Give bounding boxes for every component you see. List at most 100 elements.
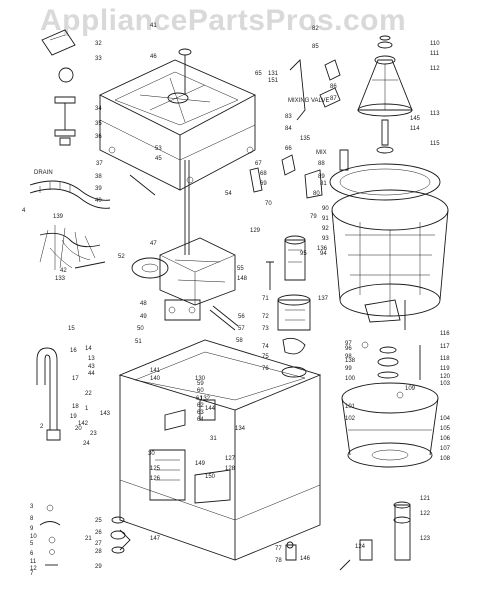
callout-147: 147: [150, 536, 161, 542]
callout-126: 126: [150, 476, 161, 482]
callout-97: 97: [345, 341, 352, 347]
callout-91: 91: [322, 216, 329, 222]
callout-144: 144: [205, 406, 216, 412]
callout-128: 128: [225, 466, 236, 472]
callout-73: 73: [262, 326, 269, 332]
callout-54: 54: [225, 191, 232, 197]
callout-111: 111: [430, 51, 440, 57]
callout-41: 41: [150, 23, 157, 29]
callout-134: 134: [235, 426, 246, 432]
callout-150: 150: [205, 474, 216, 480]
bracket-top-left: [41, 29, 76, 146]
callout-64: 64: [197, 417, 204, 423]
callout-12: 12: [30, 566, 37, 572]
callout-35: 35: [95, 121, 102, 127]
callout-121: 121: [420, 496, 431, 502]
transmission: [131, 160, 236, 321]
callout-44: 44: [88, 371, 95, 377]
caption-mix: MIX: [316, 150, 327, 156]
pump-motor: [266, 235, 311, 378]
callout-1: 1: [85, 406, 89, 412]
callout-69: 69: [260, 181, 267, 187]
callout-61: 61: [196, 396, 203, 402]
center-rods: [129, 174, 239, 331]
callout-80: 80: [313, 191, 320, 197]
callout-85: 85: [312, 44, 319, 50]
callout-67: 67: [255, 161, 262, 167]
callout-8: 8: [30, 516, 34, 522]
callout-115: 115: [430, 141, 440, 147]
callout-90: 90: [322, 206, 329, 212]
callout-145: 145: [410, 116, 421, 122]
callout-140: 140: [150, 376, 161, 382]
callout-52: 52: [118, 254, 125, 260]
drain-hose: [29, 180, 111, 209]
callout-29: 29: [95, 564, 102, 570]
callout-5: 5: [30, 541, 34, 547]
callout-117: 117: [440, 344, 450, 350]
callout-137: 137: [318, 296, 329, 302]
callout-59: 59: [197, 381, 204, 387]
callout-100: 100: [345, 376, 356, 382]
callout-9: 9: [30, 526, 34, 532]
callout-7: 7: [30, 571, 34, 577]
callout-43: 43: [88, 364, 95, 370]
callout-6: 6: [30, 551, 34, 557]
hose-u-shape: [36, 347, 61, 441]
callout-46: 46: [150, 54, 157, 60]
callout-74: 74: [262, 344, 269, 350]
callout-75: 75: [262, 354, 269, 360]
callout-26: 26: [95, 530, 102, 536]
callout-78: 78: [275, 558, 282, 564]
callout-92: 92: [322, 226, 329, 232]
callout-18: 18: [72, 404, 79, 410]
callout-132: 132: [200, 396, 211, 402]
callout-151: 151: [268, 78, 279, 84]
callout-19: 19: [70, 414, 77, 420]
callout-99: 99: [345, 366, 352, 372]
callout-55: 55: [237, 266, 244, 272]
callout-129: 129: [250, 228, 261, 234]
callout-21: 21: [85, 536, 92, 542]
agitator: [357, 35, 413, 154]
caption-drain: DRAIN: [34, 170, 53, 176]
callout-87: 87: [330, 96, 337, 102]
hardware-misc: [249, 59, 421, 571]
callout-79: 79: [310, 214, 317, 220]
hardware-bottom-left: [39, 504, 297, 566]
callout-72: 72: [262, 314, 269, 320]
callout-42: 42: [60, 268, 67, 274]
callout-81: 81: [320, 181, 327, 187]
callout-58: 58: [236, 338, 243, 344]
callout-36: 36: [95, 134, 102, 140]
callout-101: 101: [345, 404, 356, 410]
callout-15: 15: [68, 326, 75, 332]
callout-16: 16: [70, 348, 77, 354]
callout-127: 127: [225, 456, 236, 462]
callout-14: 14: [85, 346, 92, 352]
callout-31: 31: [210, 436, 217, 442]
mount-plate: [98, 48, 257, 191]
callout-122: 122: [420, 511, 431, 517]
callout-112: 112: [430, 66, 440, 72]
wiring-harness: [39, 225, 106, 270]
callout-76: 76: [262, 366, 269, 372]
callout-24: 24: [83, 441, 90, 447]
callout-95: 95: [300, 251, 307, 257]
callout-17: 17: [72, 376, 79, 382]
callout-38: 38: [95, 174, 102, 180]
callout-131: 131: [268, 71, 279, 77]
callout-60: 60: [197, 388, 204, 394]
callout-2: 2: [40, 424, 44, 430]
callout-148: 148: [237, 276, 248, 282]
callout-56: 56: [238, 314, 245, 320]
callout-66: 66: [285, 146, 292, 152]
callout-65: 65: [255, 71, 262, 77]
callout-103: 103: [440, 381, 451, 387]
callout-34: 34: [95, 106, 102, 112]
callout-107: 107: [440, 446, 451, 452]
callout-3: 3: [30, 504, 34, 510]
callout-37: 37: [96, 161, 103, 167]
